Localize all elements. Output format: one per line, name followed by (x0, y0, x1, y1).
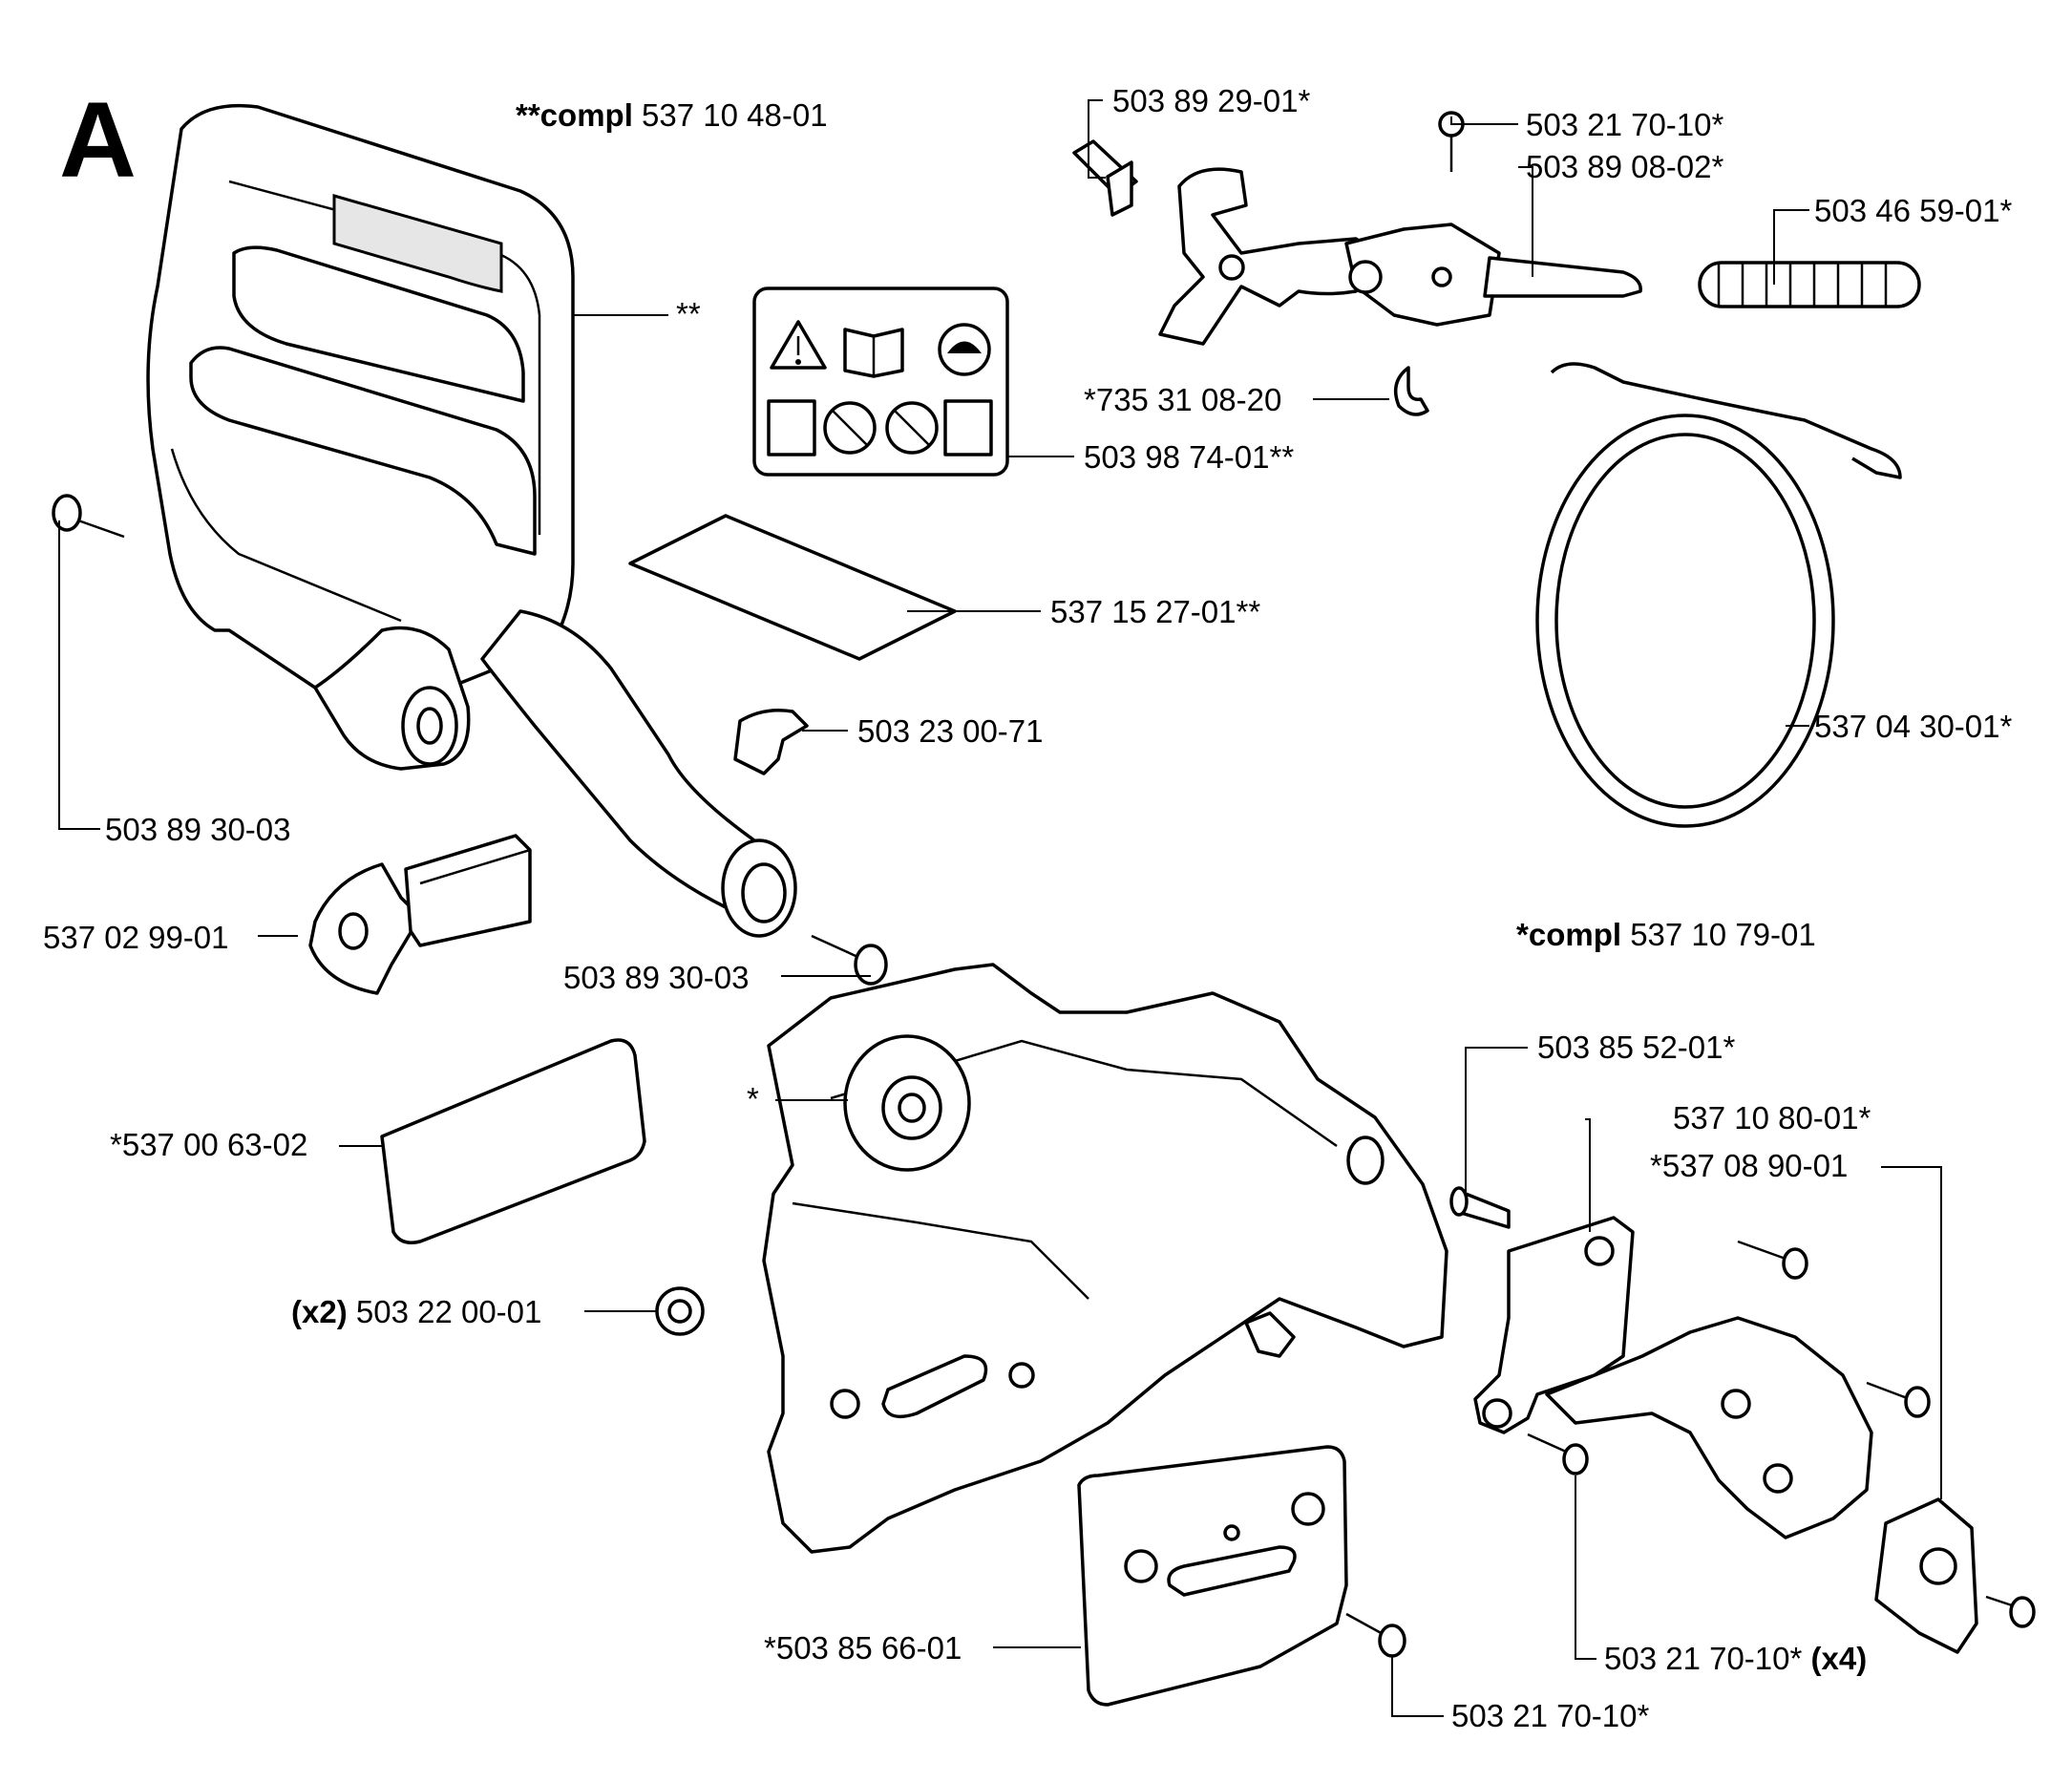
callout-503-22-00-01: (x2) 503 22 00-01 (291, 1294, 541, 1329)
callout-503-46-59-01: 503 46 59-01* (1814, 193, 2013, 228)
callout-537-04-30-01: 537 04 30-01* (1814, 709, 2013, 744)
clutch-cover-part (762, 963, 1448, 1554)
stud-part (1449, 1186, 1511, 1229)
callout-clutch-cover-marker: * (747, 1081, 759, 1116)
screw-part (52, 494, 125, 539)
sleeve-part (1072, 139, 1138, 217)
callout-503-89-29-01: 503 89 29-01* (1112, 83, 1311, 118)
ear-protection-helmet-icon (938, 323, 991, 376)
callout-503-85-66-01: *503 85 66-01 (764, 1630, 962, 1666)
callout-537-00-63-02: *537 00 63-02 (110, 1127, 307, 1162)
screw-part (1527, 1433, 1589, 1475)
bracket-and-block-part (308, 834, 532, 995)
part-number: 503 22 00-01 (356, 1294, 542, 1329)
spring-part (1698, 261, 1921, 308)
callout-503-21-70-10-x4: 503 21 70-10* (x4) (1604, 1641, 1867, 1676)
screw-part (1985, 1595, 2036, 1628)
chain-catcher-plate-part (1473, 1216, 1635, 1434)
callout-503-89-30-03-left: 503 89 30-03 (105, 812, 291, 847)
callout-503-98-74-01: 503 98 74-01** (1084, 439, 1294, 475)
callout-537-15-27-01: 537 15 27-01** (1050, 594, 1260, 629)
brake-band-part (1535, 362, 1902, 828)
callout-537-02-99-01: 537 02 99-01 (43, 920, 229, 955)
quantity-label: (x2) (291, 1294, 348, 1329)
washer-part (733, 709, 809, 775)
pictogram-icon (767, 399, 816, 456)
circlip-part (1393, 366, 1429, 416)
screw-part (1737, 1240, 1808, 1280)
quantity-label: (x4) (1811, 1641, 1868, 1676)
group-prefix: **compl (516, 97, 633, 133)
screw-part (1345, 1612, 1406, 1658)
group-number: 537 10 79-01 (1630, 917, 1816, 952)
callout-503-89-08-02: 503 89 08-02* (1526, 149, 1724, 184)
part-number: 503 21 70-10* (1604, 1641, 1803, 1676)
group-title-clutch-cover: *compl 537 10 79-01 (1516, 917, 1816, 952)
callout-537-08-90-01: *537 08 90-01 (1650, 1148, 1848, 1183)
callout-503-23-00-71: 503 23 00-71 (857, 713, 1044, 749)
decal-sheet-part (628, 514, 957, 661)
group-prefix: *compl (1516, 917, 1621, 952)
screw-part (1866, 1381, 1931, 1418)
callout-735-31-08-20: *735 31 08-20 (1084, 382, 1281, 417)
screw-part (811, 934, 888, 986)
handguard-part (146, 103, 797, 938)
callout-503-21-70-10-bottom: 503 21 70-10* (1451, 1698, 1650, 1733)
warning-decal-part (752, 287, 1009, 477)
tensioner-cover-part (1545, 1316, 1978, 1654)
callout-537-10-80-01: 537 10 80-01* (1673, 1100, 1871, 1136)
leader-lines (58, 99, 1942, 1717)
section-letter: A (59, 80, 137, 200)
guide-plate-part (1077, 1445, 1348, 1707)
manual-book-icon (843, 328, 904, 378)
pictogram-icon (943, 399, 993, 456)
callout-503-89-30-03-right: 503 89 30-03 (563, 960, 750, 995)
callout-503-85-52-01: 503 85 52-01* (1537, 1029, 1736, 1065)
group-number: 537 10 48-01 (642, 97, 828, 133)
warning-triangle-icon (770, 320, 827, 370)
callout-503-21-70-10: 503 21 70-10* (1526, 107, 1724, 142)
blank-label-part (380, 1038, 646, 1244)
group-title-handguard: **compl 537 10 48-01 (516, 97, 828, 133)
brake-mechanism-part (1072, 111, 1921, 416)
flange-nut-part (655, 1286, 705, 1336)
callout-handguard-marker: ** (676, 296, 701, 331)
